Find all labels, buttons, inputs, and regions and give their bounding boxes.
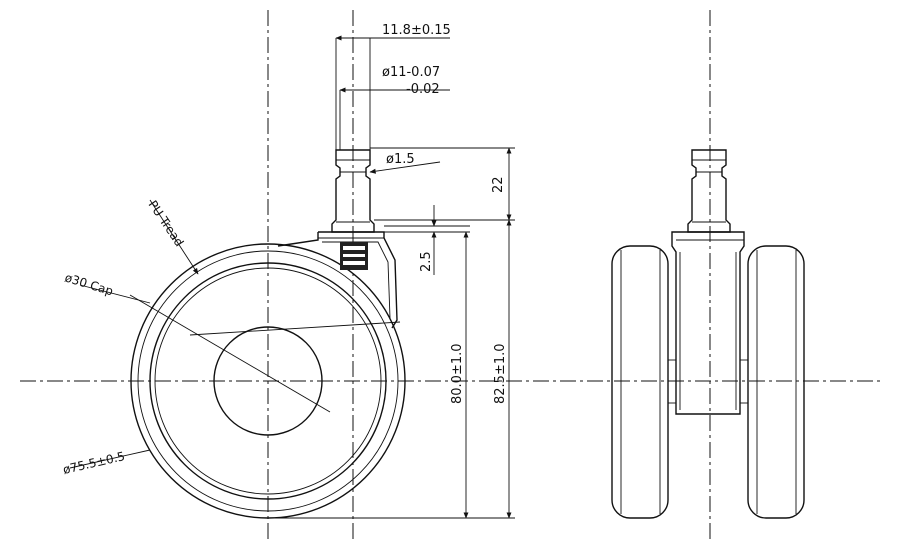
- dim-ring-groove: ø1.5: [386, 152, 415, 167]
- cap-leader-line: [129, 294, 331, 413]
- front-view-wheel: [129, 243, 406, 519]
- front-view-stem: [331, 149, 375, 233]
- side-hub-body: [671, 231, 745, 415]
- wheel-cap-circle: [213, 326, 323, 436]
- wheel-tread-inner-edge: [137, 250, 399, 512]
- dim-stem-diameter-tolerance: -0.02: [406, 82, 440, 97]
- side-wheel-left: [611, 245, 669, 519]
- side-view: [611, 149, 805, 519]
- hub-construction-line: [189, 321, 401, 336]
- dim-stem-length: 11.8±0.15: [382, 23, 451, 38]
- wheel-hub-inner-circle: [154, 267, 382, 495]
- dimension-lines: [69, 35, 515, 519]
- side-wheel-right: [747, 245, 805, 519]
- side-stem: [687, 149, 731, 233]
- dim-height-total: 82.5±1.0: [493, 343, 508, 404]
- center-lines: [20, 10, 880, 540]
- wheel-hub-outer-circle: [149, 262, 387, 500]
- dim-stem-height: 22: [491, 176, 506, 193]
- fork-outline-left: [277, 232, 319, 247]
- dimension-text: 11.8±0.15 ø11-0.07 -0.02 ø1.5 22 2.5 80.…: [62, 23, 508, 477]
- dim-plate-gap: 2.5: [419, 251, 434, 272]
- stem-outline: [331, 149, 375, 233]
- label-cap: ø30 Cap: [63, 270, 115, 298]
- dim-height-axle: 80.0±1.0: [450, 343, 465, 404]
- dim-stem-diameter: ø11-0.07: [382, 65, 440, 80]
- label-pu-tread: PU Tread: [146, 198, 187, 249]
- label-wheel-diameter: ø75.5±0.5: [62, 449, 127, 477]
